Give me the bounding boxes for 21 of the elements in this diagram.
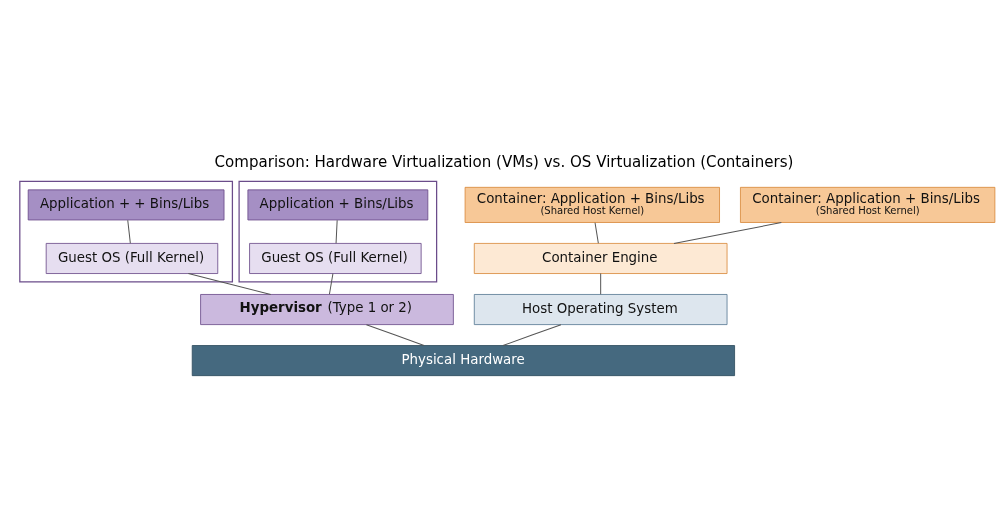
connector xyxy=(127,219,131,244)
connector xyxy=(502,324,562,346)
connector xyxy=(328,273,334,295)
node-box: Guest OS (Full Kernel) xyxy=(249,243,422,274)
connector xyxy=(600,273,602,295)
connector xyxy=(365,324,425,346)
diagram-title: Comparison: Hardware Virtualization (VMs) vs. OS Virtualization (Containers) xyxy=(214,152,794,171)
node-box: Hypervisor (Type 1 or 2) xyxy=(200,294,454,326)
connector xyxy=(594,222,599,244)
node-box: Physical Hardware xyxy=(191,345,735,377)
node-box: Guest OS (Full Kernel) xyxy=(45,243,219,274)
cluster xyxy=(19,180,234,283)
node-box: Application + Bins/Libs xyxy=(247,189,429,221)
cluster xyxy=(238,180,438,283)
node-box: Application + + Bins/Libs xyxy=(27,189,225,221)
node-box: Container: Application + Bins/Libs (Shared Host Kernel) xyxy=(464,186,720,223)
node-box: Container: Application + Bins/Libs (Shared Host Kernel) xyxy=(740,186,996,223)
connector xyxy=(335,219,338,244)
node-box: Container Engine xyxy=(473,243,728,274)
connector xyxy=(673,222,782,244)
node-box: Host Operating System xyxy=(473,294,728,326)
